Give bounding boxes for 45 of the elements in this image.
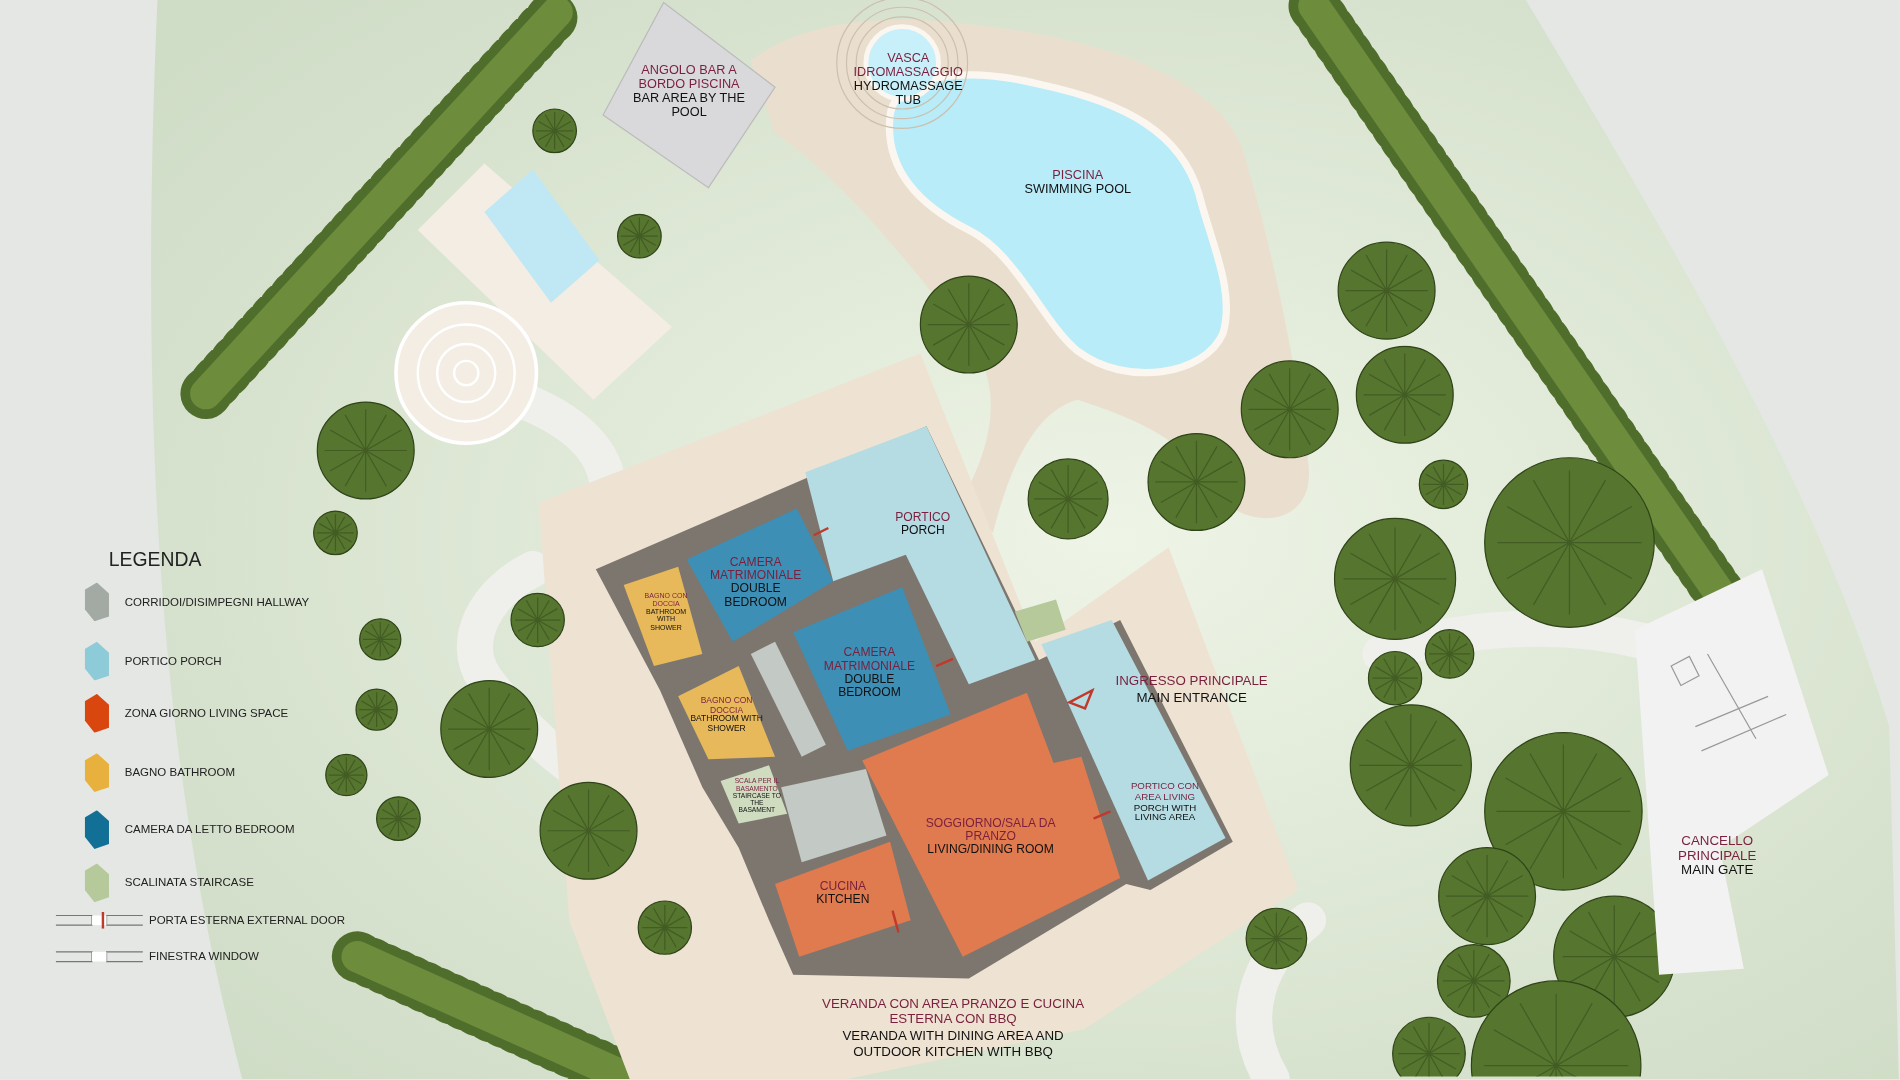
legend-label: BAGNO BATHROOM bbox=[124, 765, 236, 779]
area-name-english: DOUBLE BEDROOM bbox=[723, 581, 788, 608]
area-name-english: HYDROMASSAGE TUB bbox=[852, 78, 964, 107]
veranda-label-english: VERANDA WITH DINING AREA AND OUTDOOR KITCHEN WITH BBQ bbox=[841, 1028, 1065, 1059]
legend-label: FINESTRA WINDOW bbox=[148, 949, 259, 963]
entrance-label-italian: INGRESSO PRINCIPALE bbox=[1115, 673, 1268, 689]
area-name-english: KITCHEN bbox=[816, 892, 870, 906]
area-name-italian: CAMERA MATRIMONIALE bbox=[822, 645, 917, 673]
area-name-english: DOUBLE BEDROOM bbox=[837, 672, 902, 699]
veranda-label-italian: VERANDA CON AREA PRANZO E CUCINA ESTERNA CON BBQ bbox=[821, 995, 1086, 1027]
area-name-italian: ANGOLO BAR A BORDO PISCINA bbox=[637, 62, 741, 91]
staircase bbox=[720, 765, 788, 824]
legend-label: CAMERA DA LETTO BEDROOM bbox=[124, 822, 295, 836]
area-name-english: SWIMMING POOL bbox=[1024, 181, 1132, 196]
kitchen bbox=[775, 841, 911, 957]
area-name-italian: CUCINA bbox=[819, 879, 867, 893]
porch-area bbox=[805, 426, 1036, 685]
area-name-italian: PORTICO CON AREA LIVING bbox=[1129, 781, 1201, 803]
bathroom bbox=[623, 566, 703, 667]
area-name-italian: CAMERA MATRIMONIALE bbox=[709, 554, 803, 582]
legend-label: PORTICO PORCH bbox=[124, 653, 222, 668]
area-name-english: BAR AREA BY THE POOL bbox=[632, 90, 746, 119]
area-name-italian: VASCA IDROMASSAGGIO bbox=[852, 50, 964, 79]
area-name-english: LIVING/DINING ROOM bbox=[927, 842, 1054, 856]
area-name-italian: CANCELLO PRINCIPALE bbox=[1677, 833, 1758, 863]
bedroom bbox=[793, 587, 951, 751]
legend-label: SCALINATA STAIRCASE bbox=[124, 875, 254, 889]
area-name-italian: PISCINA bbox=[1052, 167, 1104, 182]
legend-label: CORRIDOI/DISIMPEGNI HALLWAY bbox=[124, 594, 310, 608]
entrance-label-english: MAIN ENTRANCE bbox=[1136, 690, 1247, 706]
legend-label: ZONA GIORNO LIVING SPACE bbox=[124, 706, 289, 720]
area-name-english: MAIN GATE bbox=[1681, 862, 1754, 877]
area-name-italian: PORTICO bbox=[895, 509, 951, 524]
legend-title: LEGENDA bbox=[108, 548, 202, 571]
gate-area bbox=[1634, 569, 1829, 975]
legend-label: PORTA ESTERNA EXTERNAL DOOR bbox=[148, 913, 345, 927]
hallway bbox=[781, 769, 887, 863]
area-name-english: BATHROOM WITH SHOWER bbox=[690, 714, 763, 734]
area-name-english: PORCH WITH LIVING AREA bbox=[1132, 802, 1198, 825]
bedroom bbox=[686, 508, 834, 642]
small-pool bbox=[484, 169, 600, 303]
area-name-italian: SOGGIORNO/SALA DA PRANZO bbox=[924, 815, 1057, 843]
area-name-english: PORCH bbox=[900, 523, 945, 537]
area-name-italian: BAGNO CON DOCCIA bbox=[699, 695, 754, 715]
bathroom bbox=[678, 666, 776, 760]
